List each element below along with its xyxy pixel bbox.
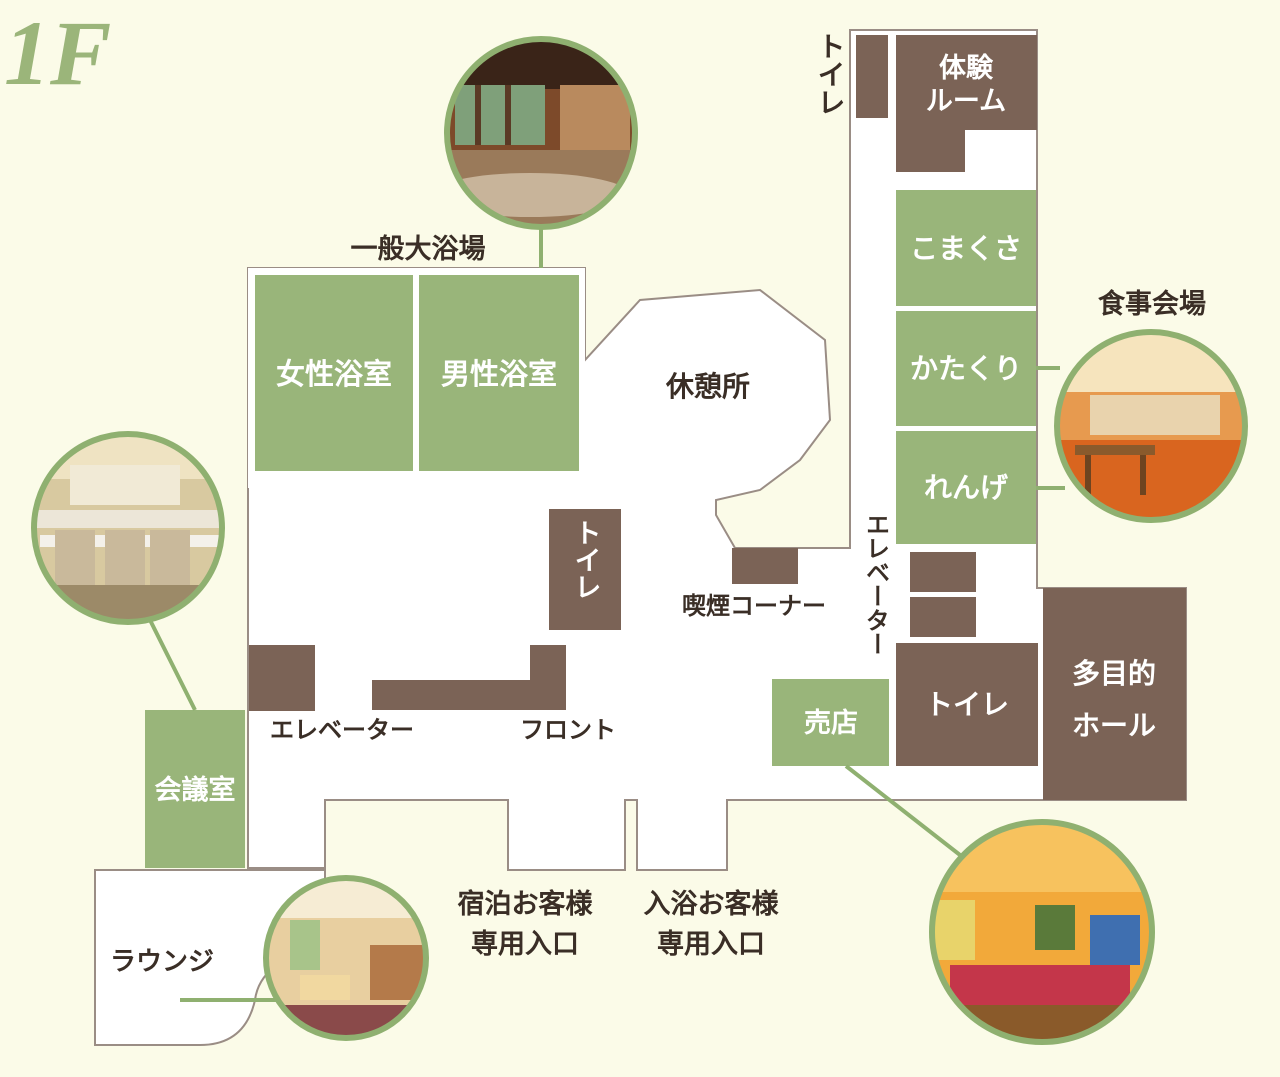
dining-hall-label: 食事会場: [1098, 288, 1206, 320]
bath-entrance-label-2: 専用入口: [657, 929, 765, 960]
elevator-left-car: [249, 645, 315, 711]
guest-entrance-label-2: 専用入口: [471, 929, 579, 960]
komakusa-room[interactable]: [896, 190, 1036, 306]
renge-label: れんげ: [924, 471, 1009, 504]
bath-entrance-label-1: 入浴お客様: [644, 888, 780, 920]
toilet-center-label: トイレ: [570, 519, 601, 600]
elevator-right-car-2: [910, 597, 976, 637]
multipurpose-hall-room[interactable]: [1043, 588, 1186, 800]
brown-rooms: [249, 35, 1186, 800]
mens-bath-label: 男性浴室: [441, 357, 557, 391]
shop-label: 売店: [804, 708, 858, 739]
bath-photo: [444, 36, 638, 230]
photo-connectors: [148, 225, 1065, 1002]
bath-area-label: 一般大浴場: [351, 233, 486, 265]
dining-photo: [1054, 329, 1248, 523]
toilet-top-room[interactable]: [856, 35, 888, 118]
renge-room[interactable]: [896, 431, 1036, 544]
komakusa-label: こまくさ: [910, 232, 1022, 265]
meeting-room-label: 会議室: [155, 774, 236, 806]
toilet-top-label: トイレ: [814, 32, 847, 116]
shop-room[interactable]: [772, 679, 889, 766]
womens-bath-label: 女性浴室: [276, 357, 392, 391]
multipurpose-hall-label-2: ホール: [1072, 709, 1156, 742]
smoking-corner-label: 喫煙コーナー: [682, 591, 826, 620]
womens-bath-room[interactable]: [255, 275, 413, 471]
experience-room[interactable]: [896, 35, 1037, 172]
elevator-right-car-1: [910, 552, 976, 592]
elevator-left-label: エレベーター: [270, 715, 414, 744]
katakuri-label: かたくり: [910, 352, 1022, 385]
guest-entrance-label-1: 宿泊お客様: [458, 888, 594, 920]
toilet-right-room[interactable]: [896, 643, 1038, 766]
floor-label: 1F: [4, 2, 111, 104]
front-desk-counter[interactable]: [372, 645, 566, 710]
rest-area-label: 休憩所: [665, 370, 750, 403]
multipurpose-hall-label-1: 多目的: [1072, 657, 1156, 690]
toilet-center-room[interactable]: [549, 509, 621, 630]
meeting-room-photo: [31, 431, 225, 625]
elevator-right-label: エレベーター: [862, 512, 891, 656]
meeting-room[interactable]: [145, 710, 245, 868]
experience-room-label-2: ルーム: [926, 86, 1006, 117]
lounge-label: ラウンジ: [110, 947, 214, 977]
front-desk-label: フロント: [520, 715, 616, 744]
toilet-right-label: トイレ: [925, 688, 1009, 721]
smoking-corner-block[interactable]: [732, 548, 798, 584]
katakuri-room[interactable]: [896, 311, 1036, 426]
experience-room-label-1: 体験: [939, 53, 994, 84]
mens-bath-room[interactable]: [419, 275, 579, 471]
shop-photo: [929, 819, 1155, 1045]
green-rooms: [145, 190, 1036, 868]
lounge-photo: [263, 875, 429, 1041]
